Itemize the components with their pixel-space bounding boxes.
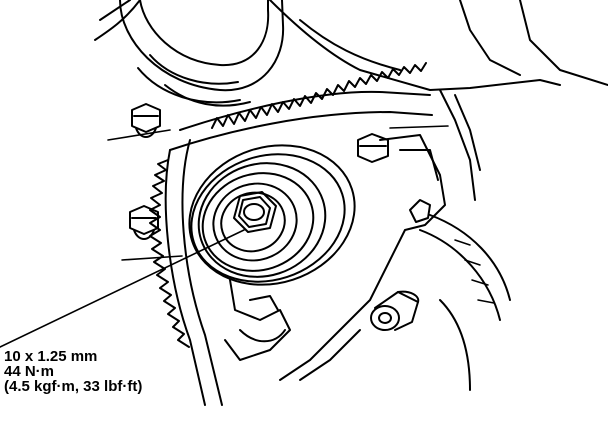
right-bolt xyxy=(357,133,389,163)
engine-housing xyxy=(94,0,608,381)
lower-left-bolt xyxy=(129,205,159,240)
tensioner-pulley xyxy=(188,144,356,286)
leader-line-upper-right xyxy=(389,125,449,129)
torque-spec-callout: 10 x 1.25 mm 44 N·m (4.5 kgf·m, 33 lbf·f… xyxy=(4,349,142,394)
crankshaft-pulley-edge xyxy=(419,214,511,391)
bolt-size-label: 10 x 1.25 mm xyxy=(4,348,98,365)
cylindrical-spacer xyxy=(370,290,420,331)
upper-left-bolt xyxy=(131,103,161,138)
timing-belt-left-run xyxy=(149,139,223,406)
torque-imperial-label: (4.5 kgf·m, 33 lbf·ft) xyxy=(4,378,143,395)
belt-teeth-left xyxy=(149,159,190,348)
leader-lines xyxy=(0,125,449,348)
torque-nm-label: 44 N·m xyxy=(4,363,55,380)
leader-line-left xyxy=(121,255,183,261)
leader-line-callout xyxy=(0,229,245,348)
tensioner-center-bolt xyxy=(233,191,277,233)
tensioner-bracket xyxy=(224,279,291,361)
leader-line-upper-left xyxy=(107,129,171,141)
timing-belt-upper-run xyxy=(169,62,433,151)
camshaft-pulley xyxy=(119,0,285,107)
belt-teeth-upper xyxy=(211,62,427,129)
